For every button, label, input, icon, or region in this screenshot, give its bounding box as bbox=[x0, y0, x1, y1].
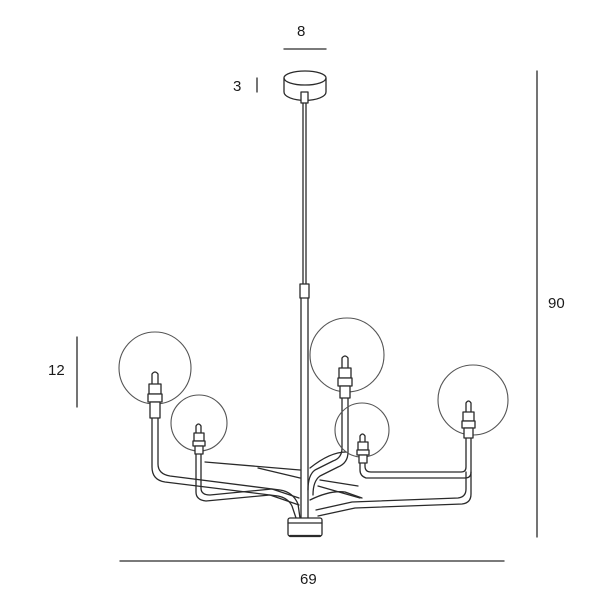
suspension-rod bbox=[299, 102, 310, 519]
canopy-height-label: 3 bbox=[233, 78, 242, 95]
canopy-width-label: 8 bbox=[297, 23, 306, 40]
total-height-label: 90 bbox=[548, 295, 565, 312]
socket-left-front bbox=[147, 371, 163, 419]
bulb-sockets bbox=[147, 355, 476, 464]
ceiling-canopy bbox=[283, 70, 327, 104]
glass-globes bbox=[118, 317, 509, 458]
socket-center bbox=[337, 355, 353, 399]
total-width-label: 69 bbox=[300, 571, 317, 588]
socket-right bbox=[461, 400, 476, 439]
central-hub bbox=[287, 517, 323, 538]
globe-diameter-label: 12 bbox=[48, 362, 65, 379]
chandelier-arms bbox=[151, 394, 472, 519]
socket-left-back bbox=[192, 423, 206, 455]
socket-center-back bbox=[356, 433, 370, 464]
